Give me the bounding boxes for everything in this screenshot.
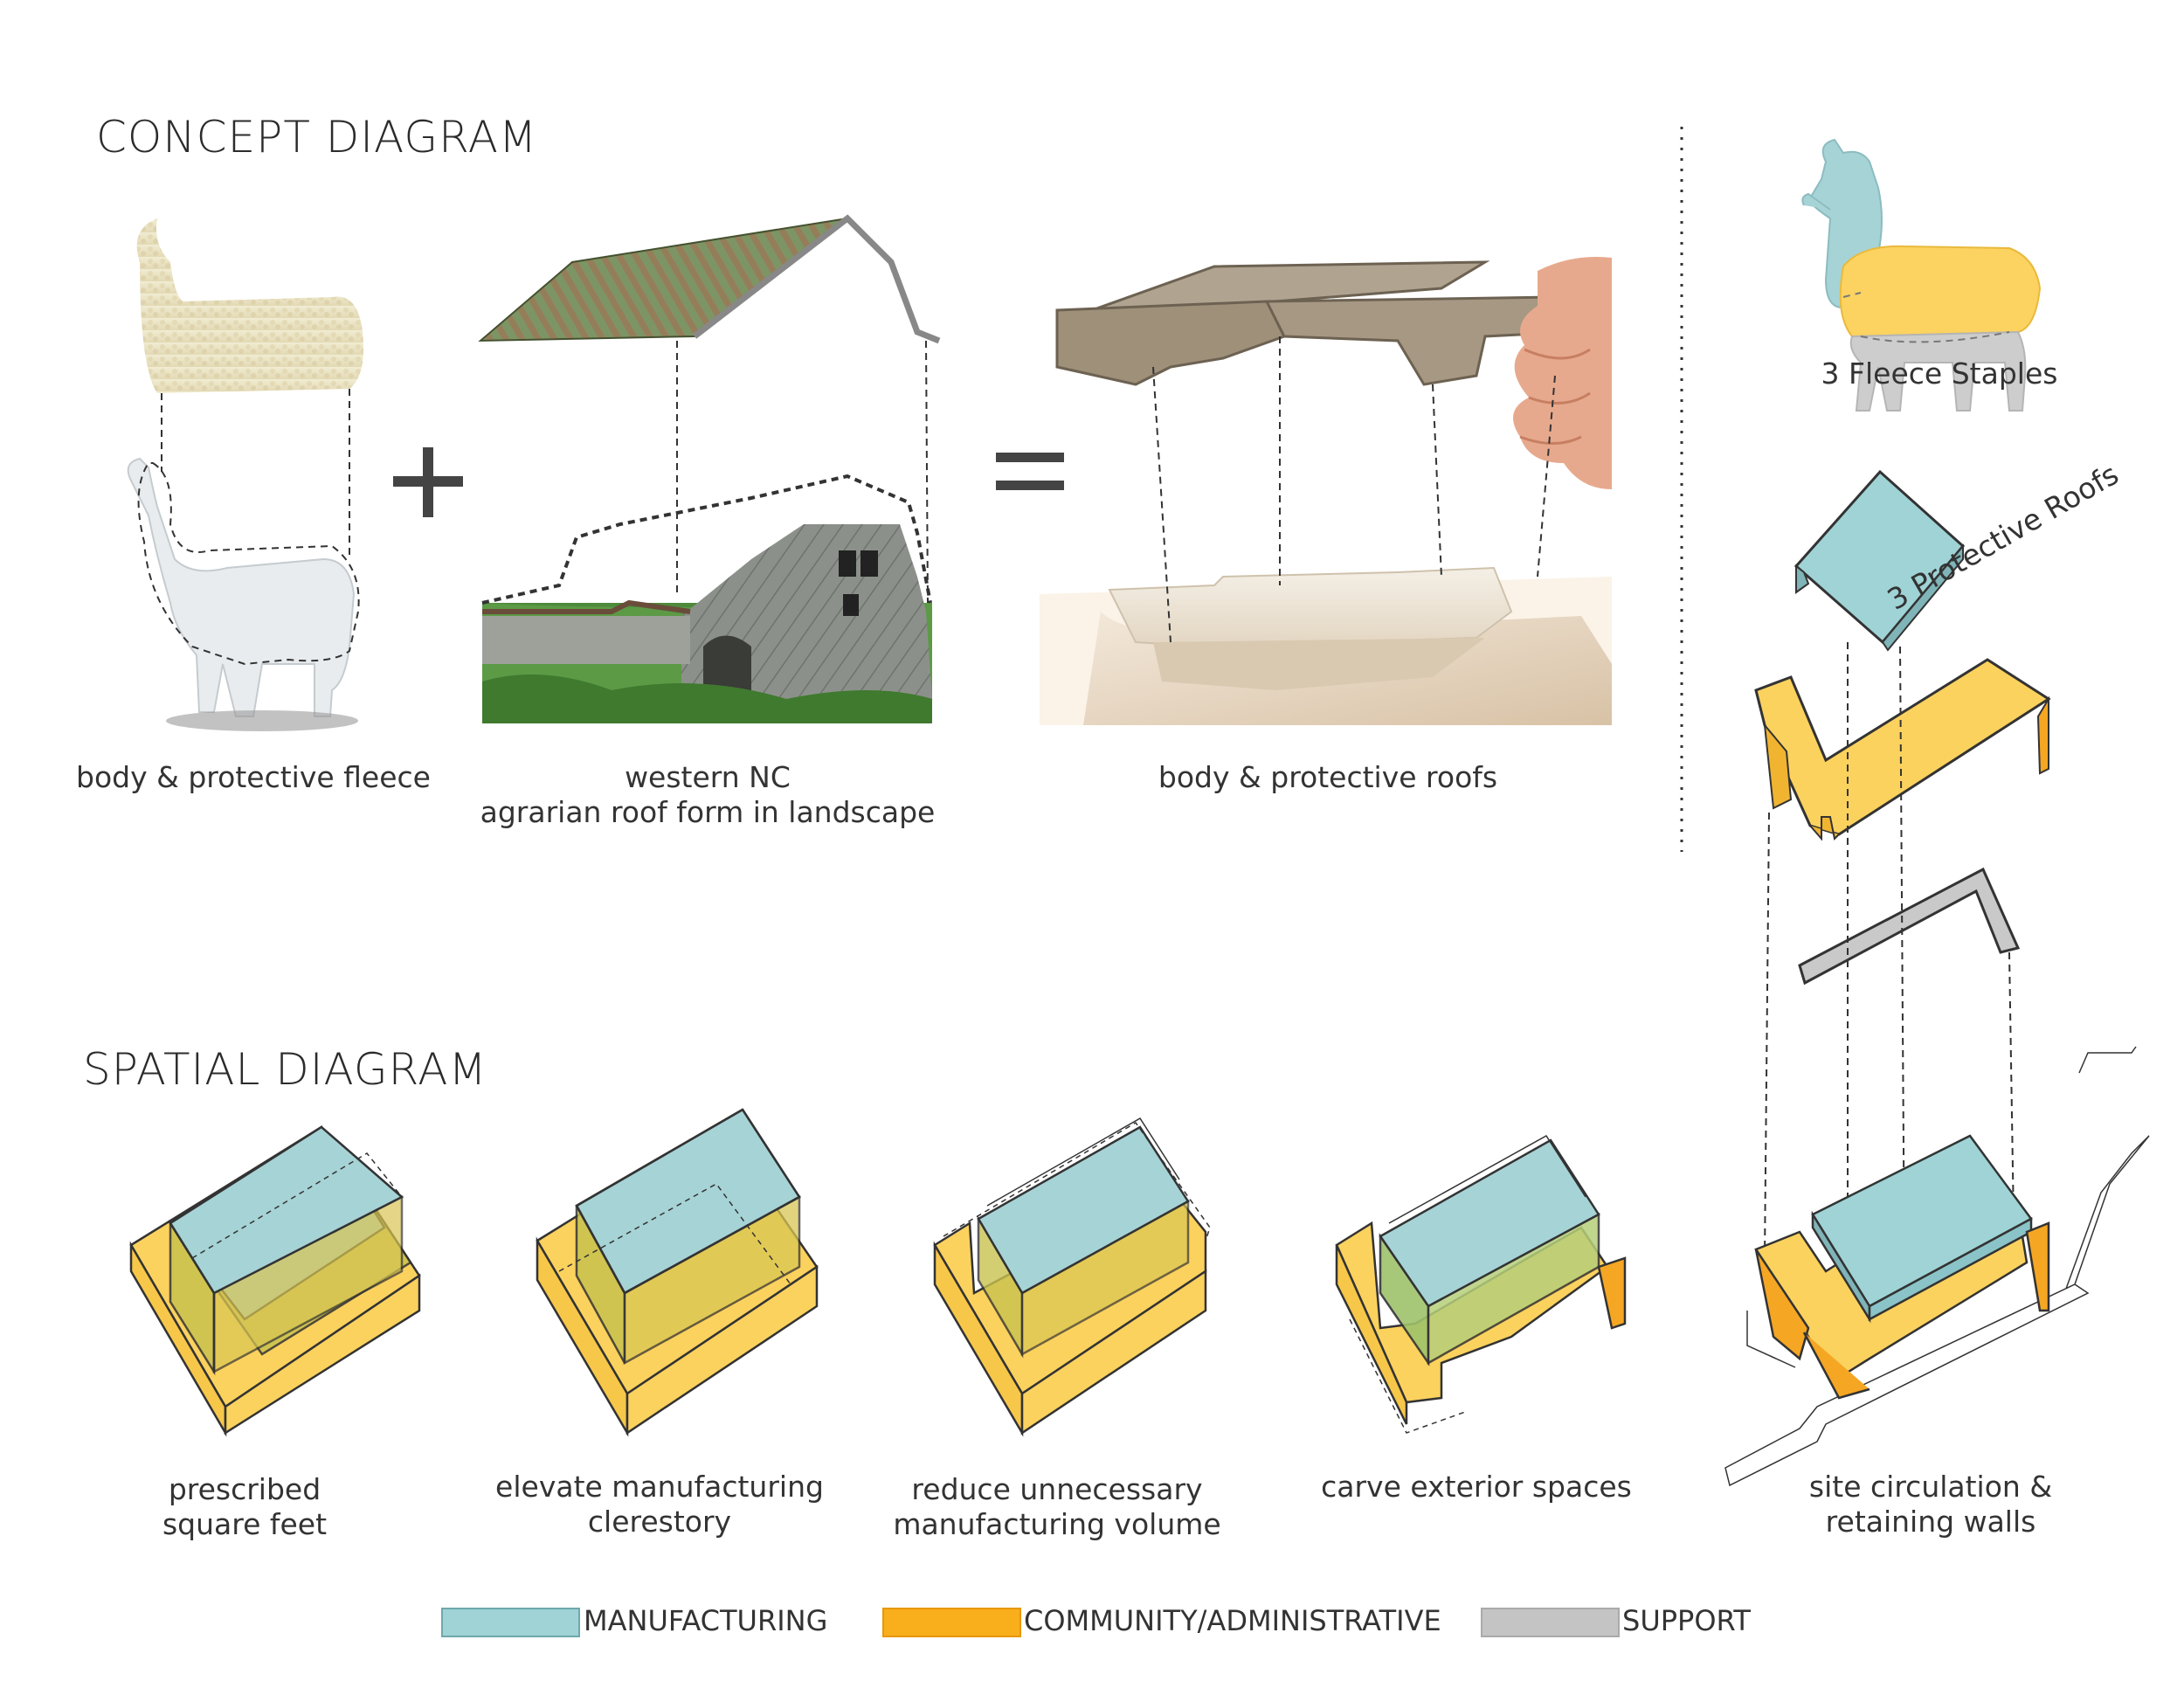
spatial-step-2 [536, 1108, 819, 1437]
caption-step-4: carve exterior spaces [1321, 1470, 1632, 1504]
spatial-step-5 [1724, 1046, 2150, 1487]
fleece-dashed-links [137, 389, 360, 666]
support-roof [1798, 867, 2021, 986]
legend-label-manufacturing: MANUFACTURING [584, 1604, 828, 1637]
manufacturing-roof [1794, 469, 1966, 652]
spatial-step-4 [1335, 1135, 1627, 1434]
plus-sign [393, 447, 463, 517]
spatial-diagram-heading: SPATIAL DIAGRAM [83, 1044, 487, 1095]
roof-dashed-links [1764, 642, 2015, 1276]
concept-diagram-heading: CONCEPT DIAGRAM [96, 112, 538, 163]
barn-photo [482, 524, 932, 723]
legend-swatch-support [1481, 1608, 1620, 1637]
fleece-image [136, 218, 363, 393]
spatial-step-3 [933, 1117, 1211, 1437]
community-roof [1754, 658, 2051, 841]
fleece-staples-label: 3 Fleece Staples [1821, 356, 2058, 391]
alpaca-image [127, 457, 358, 731]
caption-step-5: site circulation &retaining walls [1808, 1470, 2053, 1539]
barn-dashed-links [481, 340, 932, 605]
legend-swatch-community [882, 1608, 1021, 1637]
spatial-step-1 [129, 1125, 421, 1437]
legend-label-support: SUPPORT [1622, 1604, 1751, 1637]
legend-swatch-manufacturing [441, 1608, 580, 1637]
fleece-staples-alpaca [1801, 138, 2042, 412]
legend-label-community: COMMUNITY/ADMINISTRATIVE [1024, 1604, 1441, 1637]
barn-roof-image [478, 214, 941, 344]
model-photo [1040, 257, 1612, 725]
caption-body-fleece: body & protective fleece [76, 760, 431, 794]
caption-body-roofs: body & protective roofs [1158, 760, 1498, 794]
equals-sign [996, 453, 1064, 490]
model-dashed-links [1152, 336, 1556, 643]
